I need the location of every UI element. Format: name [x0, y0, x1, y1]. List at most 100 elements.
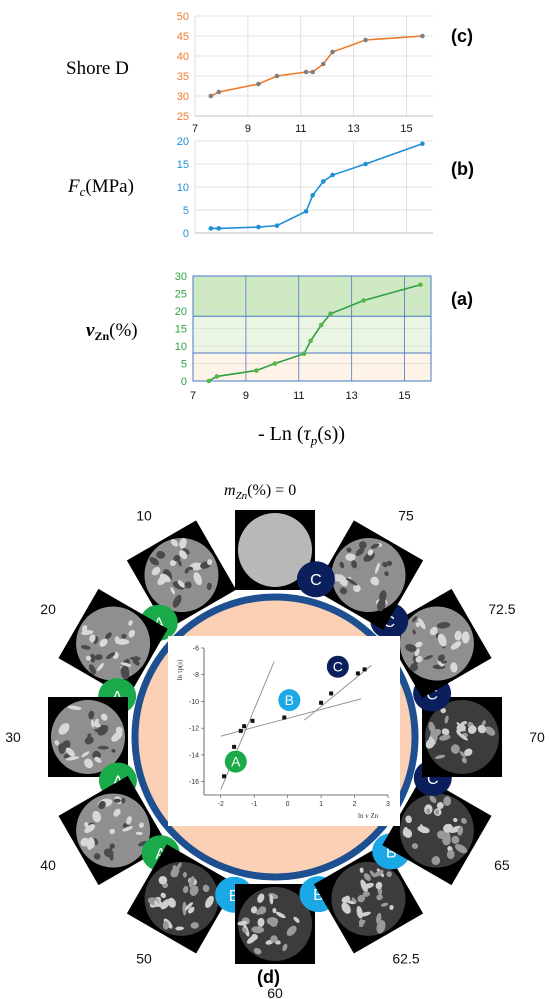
- pore: [439, 734, 451, 741]
- panel-label-c: (c): [451, 26, 473, 46]
- pore: [177, 559, 182, 567]
- pore: [339, 561, 345, 569]
- vzn-axis-label: vZn(%): [86, 320, 138, 343]
- data-point: [272, 361, 278, 366]
- pore: [426, 808, 431, 814]
- pore: [423, 655, 434, 660]
- pore: [435, 754, 446, 760]
- pore: [88, 710, 95, 720]
- data-point: [214, 374, 220, 379]
- pore: [206, 582, 212, 591]
- pore: [418, 618, 426, 630]
- pore: [135, 831, 143, 836]
- pore: [84, 758, 93, 769]
- pore: [371, 577, 380, 586]
- micrograph-disk: [76, 606, 151, 681]
- data-point: [418, 282, 423, 288]
- data-point: [318, 322, 324, 328]
- pore: [377, 598, 386, 612]
- micrograph-tile: [126, 844, 237, 954]
- x-axis-label-suffix: (s)): [317, 423, 345, 445]
- pore: [85, 655, 92, 661]
- pore: [363, 873, 371, 881]
- pore: [351, 897, 357, 904]
- pore: [205, 895, 214, 908]
- pore: [207, 559, 213, 566]
- data-point: [330, 172, 335, 178]
- pore: [170, 539, 179, 547]
- pore: [467, 725, 477, 734]
- ring-title-m: m: [224, 482, 236, 499]
- micrograph-disk: [331, 861, 406, 936]
- inset-x-tick-label: 1: [319, 801, 323, 808]
- pore: [149, 557, 160, 566]
- y-tick-label: 0: [181, 376, 187, 388]
- pore: [459, 751, 466, 758]
- inset-data-point: [250, 718, 255, 723]
- x-axis-subscript: p: [310, 433, 318, 448]
- class-badge-label: C: [384, 614, 396, 631]
- inset-region-label: C: [333, 659, 343, 675]
- pore: [96, 662, 104, 672]
- inset-region-label: B: [285, 692, 294, 708]
- class-badge: [296, 561, 335, 598]
- pore: [345, 553, 356, 561]
- pore: [440, 707, 446, 714]
- y-tick-label: 25: [175, 289, 187, 301]
- pore: [379, 590, 387, 603]
- inset-region-badge: [224, 750, 247, 773]
- pore: [444, 715, 449, 724]
- vzn-axis-unit: (%): [109, 320, 137, 341]
- pore: [417, 826, 430, 834]
- inset-x-tick-label: 3: [386, 801, 390, 808]
- pore: [429, 627, 438, 636]
- data-point: [420, 141, 425, 147]
- region-band-1: [193, 316, 431, 353]
- pore: [435, 809, 440, 815]
- pore: [188, 876, 195, 888]
- pore: [97, 745, 109, 750]
- y-tick-label: 30: [177, 91, 189, 103]
- pore: [359, 867, 364, 873]
- pore: [121, 797, 126, 804]
- y-tick-label: 20: [177, 136, 189, 148]
- y-tick-label: 5: [181, 359, 187, 371]
- y-tick-label: 10: [177, 182, 189, 194]
- y-tick-label: 15: [175, 324, 187, 336]
- region-band-2: [193, 276, 431, 317]
- pore: [105, 632, 112, 640]
- data-point: [216, 89, 222, 95]
- pore: [384, 571, 389, 577]
- pore: [253, 947, 262, 955]
- pore: [187, 906, 195, 914]
- pore: [84, 822, 89, 828]
- pore: [251, 926, 265, 934]
- pore: [58, 743, 66, 755]
- pore: [172, 865, 179, 877]
- pore: [411, 616, 418, 623]
- pore: [188, 566, 194, 571]
- shore-d-axis-label: Shore D: [66, 58, 129, 79]
- inset-x-tick-label: 2: [353, 801, 357, 808]
- pore: [412, 629, 416, 635]
- pore: [113, 808, 121, 817]
- pore: [54, 740, 60, 746]
- pore: [94, 756, 102, 763]
- pore: [184, 567, 190, 574]
- pore: [293, 916, 300, 923]
- pore: [272, 907, 277, 914]
- inset-data-point: [242, 724, 247, 729]
- pore: [380, 902, 389, 907]
- pore: [87, 837, 95, 849]
- pore: [113, 798, 121, 803]
- pore: [177, 580, 185, 588]
- pore: [162, 921, 169, 930]
- pore: [410, 662, 418, 672]
- pore: [437, 654, 445, 662]
- pore: [92, 810, 102, 823]
- pore: [80, 837, 89, 847]
- pore: [250, 906, 258, 914]
- pore: [109, 828, 116, 835]
- inset-y-tick-label: -12: [189, 726, 199, 733]
